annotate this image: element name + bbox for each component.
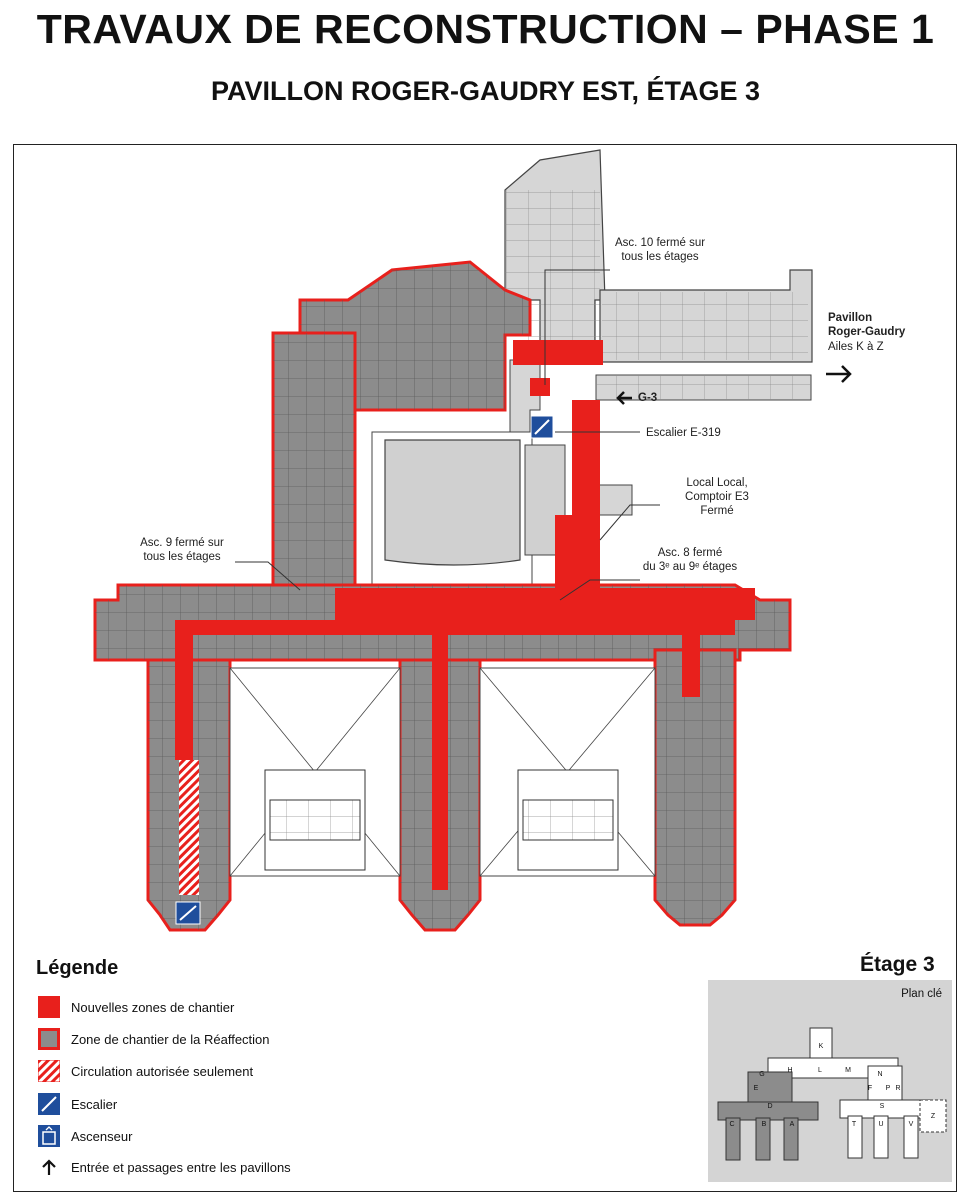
- stair-icon-e319: [530, 415, 554, 439]
- keyplan-wing-K: K: [819, 1043, 824, 1050]
- key-plan-diagram: K G H L M N E F R D S C B A T U V Z P: [717, 1027, 947, 1161]
- stair-icon: [38, 1093, 60, 1115]
- keyplan-wing-V: V: [909, 1121, 914, 1128]
- legend-item-stair: Escalier: [38, 1093, 117, 1115]
- legend-item-elevator: Ascenseur: [38, 1125, 132, 1147]
- map-frame: [13, 144, 957, 1192]
- keyplan-wing-B: B: [762, 1121, 767, 1128]
- page-title: TRAVAUX DE RECONSTRUCTION – PHASE 1: [36, 6, 935, 52]
- hatched-swatch: [38, 1060, 60, 1082]
- central-courtyard: [371, 431, 566, 585]
- stair-icon-south: [175, 901, 201, 925]
- pavillon-wings-label: Ailes K à Z: [828, 341, 884, 353]
- page-subtitle: PAVILLON ROGER-GAUDRY EST, ÉTAGE 3: [210, 76, 761, 106]
- keyplan-wing-Z: Z: [931, 1113, 936, 1120]
- legend-item-entrance: Entrée et passages entre les pavillons: [38, 1156, 291, 1178]
- legend-item-reaffectation: Zone de chantier de la Réaffection: [38, 1028, 270, 1050]
- grey-red-outline-swatch: [38, 1028, 60, 1050]
- keyplan-wing-T: T: [852, 1121, 857, 1128]
- keyplan-wing-M: M: [845, 1067, 851, 1074]
- keyplan-wing-D: D: [767, 1103, 772, 1110]
- legend-item-circulation: Circulation autorisée seulement: [38, 1060, 253, 1082]
- keyplan-wing-N: N: [877, 1071, 882, 1078]
- escalier-label: Escalier E-319: [646, 427, 721, 439]
- elevator-icon: [38, 1125, 60, 1147]
- legend-title: Légende: [36, 957, 119, 979]
- keyplan-wing-S: S: [880, 1103, 885, 1110]
- legend-item-new-zone: Nouvelles zones de chantier: [38, 996, 234, 1018]
- keyplan-wing-A: A: [790, 1121, 795, 1128]
- authorized-circulation-zone: [179, 760, 199, 895]
- arrow-right-icon: [826, 365, 852, 383]
- keyplan-wing-R: R: [895, 1085, 900, 1092]
- key-plan-title: Plan clé: [901, 988, 942, 1000]
- key-plan: Plan clé K G H L M N E F R D: [708, 980, 952, 1182]
- arrow-left-icon: [616, 391, 632, 405]
- keyplan-wing-U: U: [878, 1121, 883, 1128]
- keyplan-wing-E: E: [754, 1085, 759, 1092]
- floor-label: Étage 3: [860, 953, 935, 976]
- leader-lines: [235, 269, 660, 601]
- keyplan-wing-F: F: [868, 1085, 872, 1092]
- keyplan-wing-G: G: [759, 1071, 764, 1078]
- keyplan-wing-H: H: [787, 1067, 792, 1074]
- keyplan-wing-C: C: [729, 1121, 734, 1128]
- new-construction-zones: [175, 340, 755, 890]
- keyplan-wing-P: P: [886, 1085, 891, 1092]
- arrow-up-icon: [42, 1159, 56, 1175]
- south-courtyards: [229, 667, 656, 877]
- keyplan-wing-L: L: [818, 1067, 822, 1074]
- red-swatch: [38, 996, 60, 1018]
- g3-label: G-3: [638, 392, 658, 404]
